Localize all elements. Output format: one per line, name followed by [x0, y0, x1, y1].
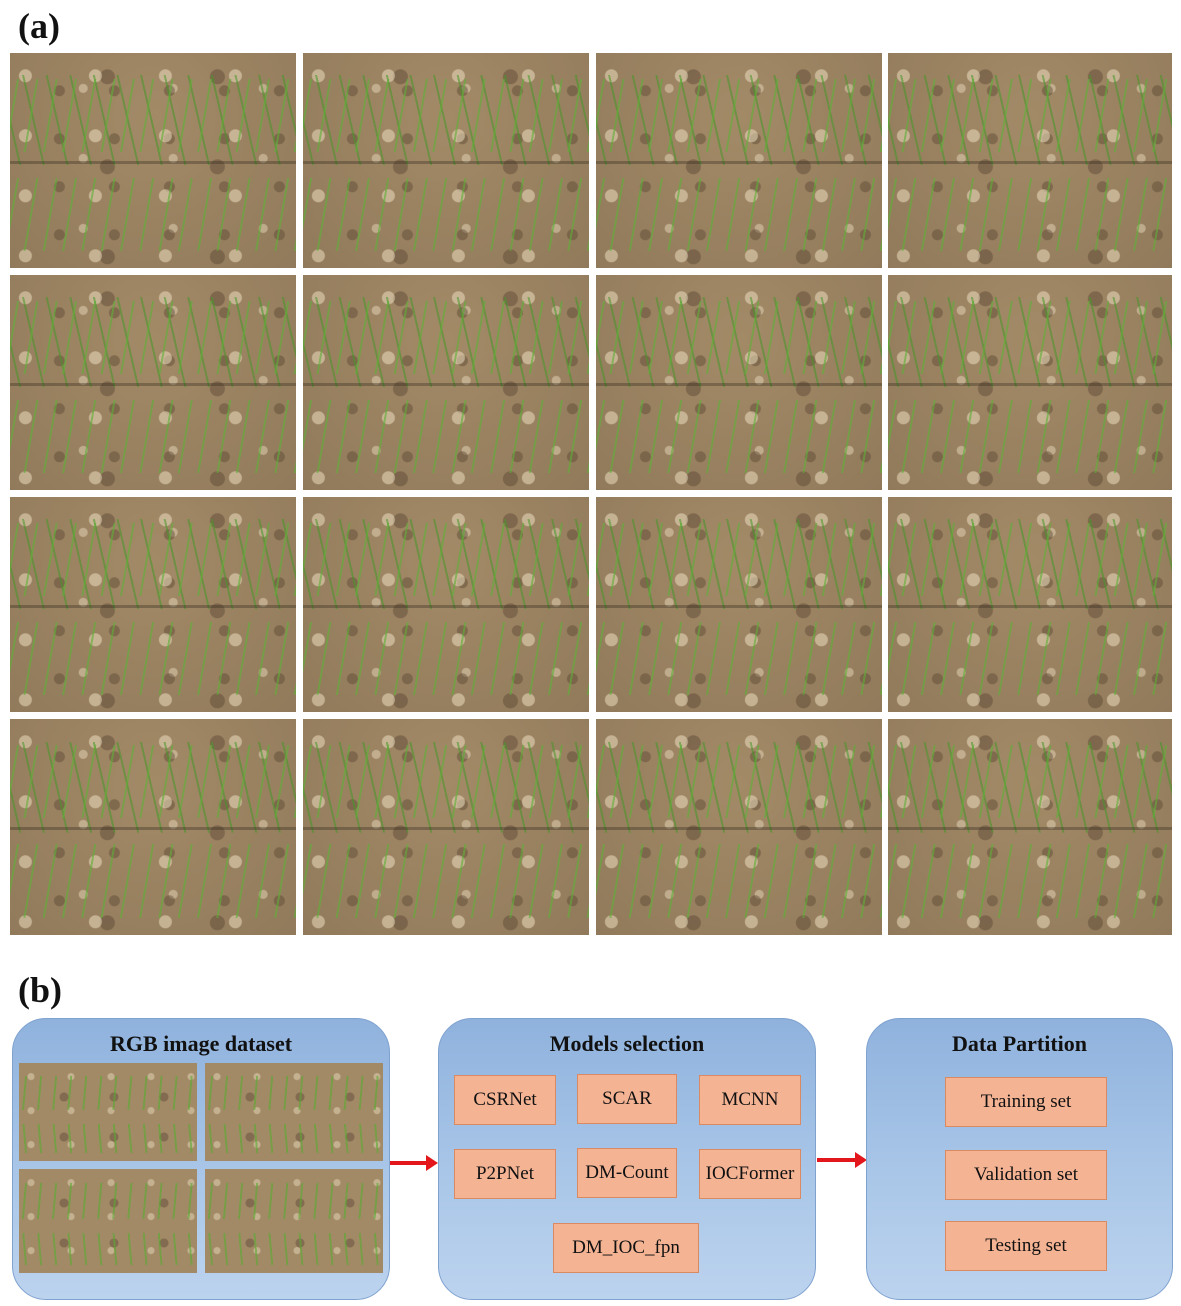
panel-b-label: (b) [18, 970, 62, 1010]
field-photo [10, 719, 296, 935]
field-photo [888, 497, 1172, 712]
data-partition-title: Data Partition [951, 1031, 1088, 1056]
field-photo [596, 497, 882, 712]
arrow-models-to-partition [817, 1152, 867, 1168]
field-photo [303, 275, 589, 490]
training-set-chip: Training set [945, 1077, 1107, 1127]
dataset-thumbnail [205, 1169, 383, 1273]
model-chip-dm-ioc-fpn: DM_IOC_fpn [553, 1223, 699, 1273]
field-photo [888, 719, 1172, 935]
field-photo [888, 53, 1172, 268]
wheat-seedling-photo-grid [10, 53, 1172, 935]
data-partition-box: Data Partition Training set Validation s… [866, 1018, 1173, 1300]
rgb-dataset-title: RGB image dataset [109, 1031, 293, 1056]
models-selection-title: Models selection [549, 1031, 705, 1056]
field-photo [10, 497, 296, 712]
field-photo [303, 497, 589, 712]
rgb-dataset-box: RGB image dataset [12, 1018, 390, 1300]
dataset-image-grid [19, 1063, 383, 1273]
dataset-thumbnail [205, 1063, 383, 1161]
arrow-dataset-to-models [390, 1155, 438, 1171]
field-photo [596, 53, 882, 268]
model-chip-iocformer: IOCFormer [699, 1149, 801, 1199]
model-chip-scar: SCAR [577, 1074, 677, 1124]
field-photo [10, 53, 296, 268]
field-photo [596, 719, 882, 935]
dataset-thumbnail [19, 1063, 197, 1161]
validation-set-chip: Validation set [945, 1150, 1107, 1200]
field-photo [10, 275, 296, 490]
model-chip-dm-count: DM-Count [577, 1148, 677, 1198]
panel-a-label: (a) [18, 6, 60, 46]
models-selection-box: Models selection CSRNet SCAR MCNN P2PNet… [438, 1018, 816, 1300]
field-photo [888, 275, 1172, 490]
model-chip-mcnn: MCNN [699, 1075, 801, 1125]
model-chip-p2pnet: P2PNet [454, 1149, 556, 1199]
model-chip-csrnet: CSRNet [454, 1075, 556, 1125]
dataset-thumbnail [19, 1169, 197, 1273]
testing-set-chip: Testing set [945, 1221, 1107, 1271]
field-photo [303, 719, 589, 935]
field-photo [303, 53, 589, 268]
field-photo [596, 275, 882, 490]
